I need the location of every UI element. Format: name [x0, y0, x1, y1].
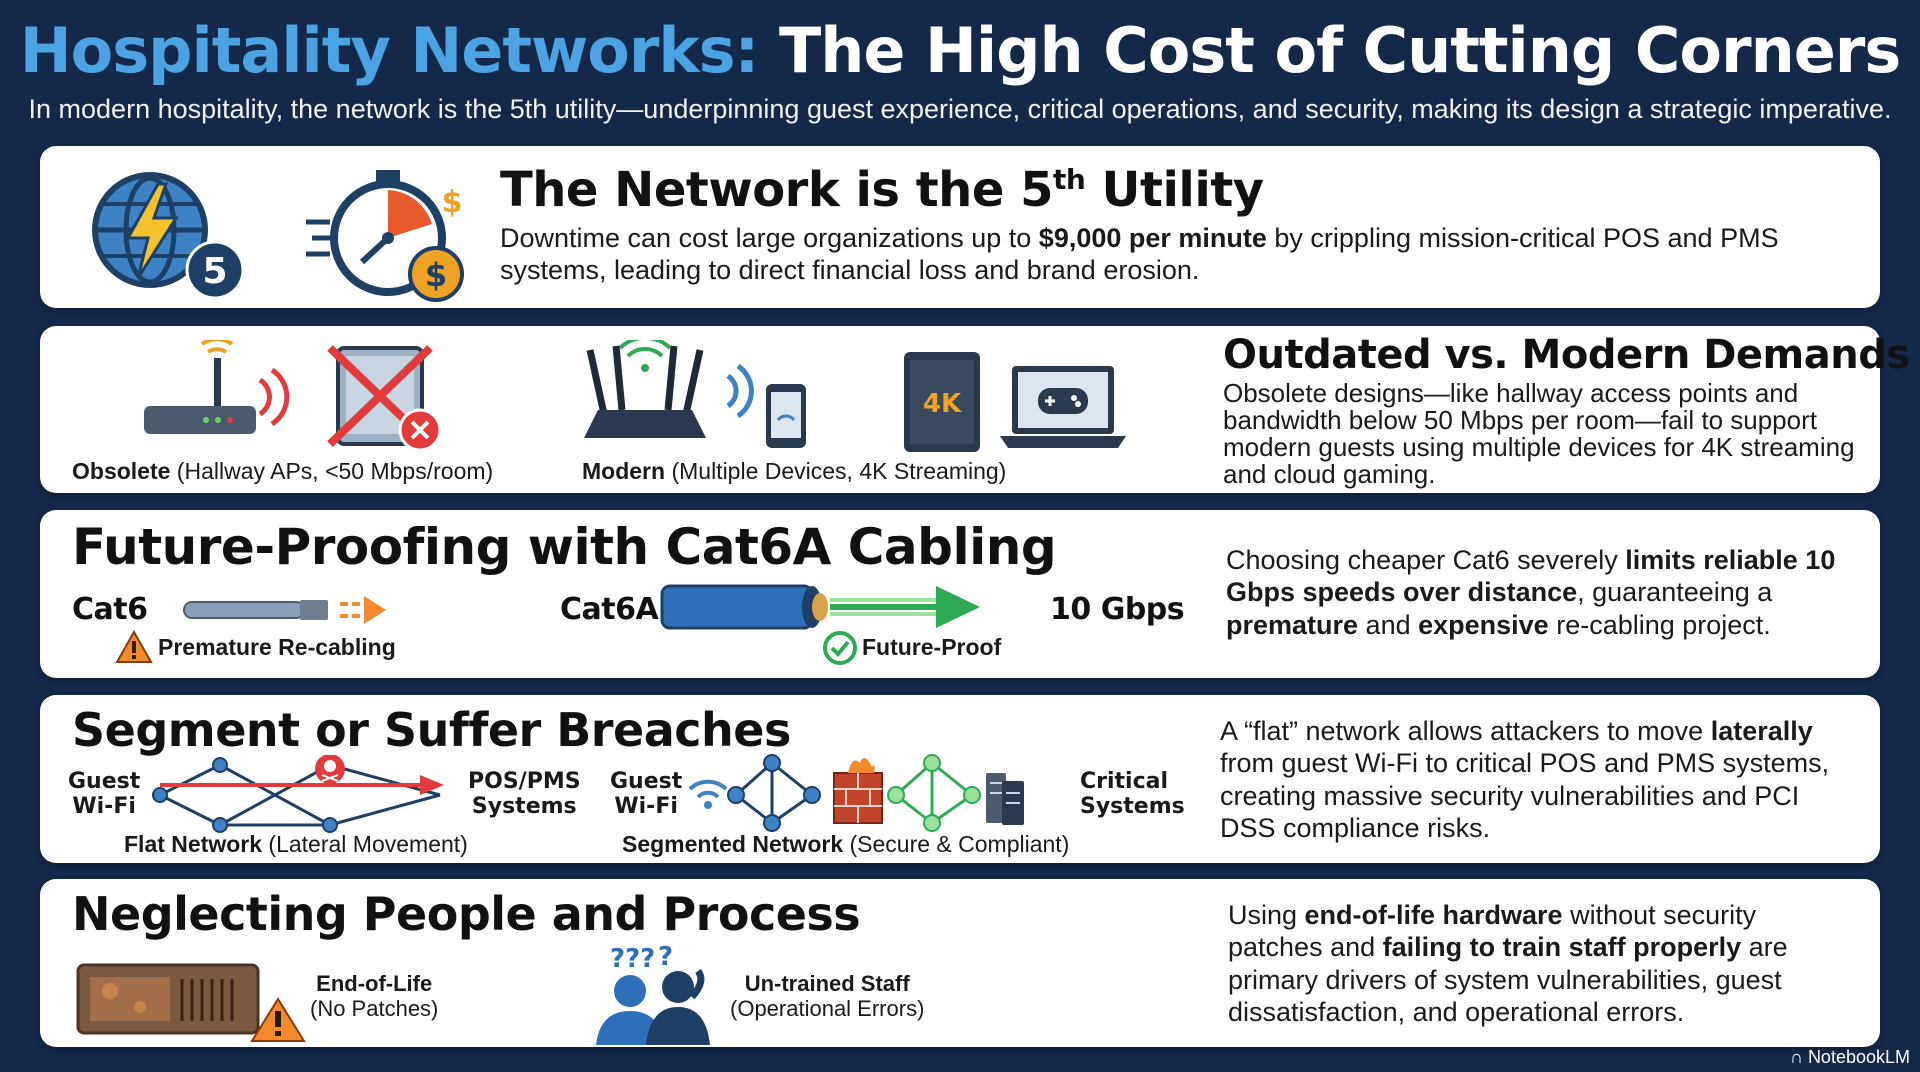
- demands-heading: Outdated vs. Modern Demands: [1223, 332, 1910, 378]
- footer-brand-text: NotebookLM: [1807, 1047, 1910, 1067]
- eol-title: End-of-Life: [316, 971, 433, 996]
- notebook-logo-icon: ∩: [1789, 1047, 1803, 1067]
- cabling-text-6: expensive: [1418, 609, 1549, 640]
- modern-label-bold: Modern: [582, 458, 666, 484]
- utility-heading: The Network is the 5th Utility: [500, 162, 1264, 218]
- header: Hospitality Networks: The High Cost of C…: [0, 0, 1920, 140]
- svg-text:???: ???: [610, 944, 655, 974]
- checkmark-icon: [823, 631, 857, 665]
- utility-heading-sup: th: [1053, 163, 1086, 196]
- staff-title: Un-trained Staff: [744, 971, 910, 996]
- modern-label: Modern (Multiple Devices, 4K Streaming): [582, 458, 1006, 485]
- people-text-5: are primary drivers of system vulnerabil…: [1228, 932, 1788, 1028]
- staff-sub: (Operational Errors): [730, 996, 925, 1022]
- flat-network-bold: Flat Network: [124, 831, 263, 857]
- eol-label: End-of-Life (No Patches): [310, 971, 438, 1022]
- seg-guest-label: Guest Wi-Fi: [610, 769, 683, 820]
- tablet-4k-text: 4K: [923, 389, 962, 419]
- flat-network-diagram: [152, 755, 444, 833]
- page-title: Hospitality Networks: The High Cost of C…: [0, 14, 1920, 87]
- people-card: Neglecting People and Process End-of-Lif…: [40, 879, 1880, 1047]
- cat6-cable-icon: [183, 596, 386, 624]
- segment-card: Segment or Suffer Breaches Guest Wi-Fi P…: [40, 695, 1880, 863]
- segmented-network-bold: Segmented Network: [622, 831, 844, 857]
- stopwatch-money-icon: $ $: [306, 170, 464, 302]
- obsolete-label-bold: Obsolete: [72, 458, 171, 484]
- utility-text-post: by crippling mission-critical POS and PM…: [500, 223, 1779, 286]
- staff-label: Un-trained Staff (Operational Errors): [730, 971, 924, 1022]
- router-obsolete-icon: [144, 340, 290, 434]
- cabling-text-4: premature: [1226, 609, 1359, 640]
- cabling-text: Choosing cheaper Cat6 severely limits re…: [1226, 544, 1836, 641]
- page-subtitle: In modern hospitality, the network is th…: [28, 94, 1892, 124]
- demands-card: Obsolete (Hallway APs, <50 Mbps/room) 4K…: [40, 326, 1910, 493]
- demands-text: Obsolete designs—like hallway access poi…: [1223, 378, 1855, 490]
- speed-label: 10 Gbps: [1050, 592, 1185, 627]
- cat6a-label: Cat6A: [560, 592, 659, 627]
- globe-lightning-icon: 5: [92, 172, 245, 300]
- tablet-crossed-icon: [327, 345, 442, 452]
- people-text-2: end-of-life hardware: [1304, 900, 1563, 930]
- people-text: Using end-of-life hardware without secur…: [1228, 899, 1848, 1029]
- segmented-network-label: Segmented Network (Secure & Compliant): [622, 831, 1069, 858]
- laptop-gamepad-icon: [1000, 366, 1126, 448]
- confused-staff-icon: ??? ?: [596, 942, 710, 1045]
- svg-text:$: $: [425, 256, 447, 294]
- segment-heading: Segment or Suffer Breaches: [72, 703, 791, 757]
- segment-text-3: from guest Wi-Fi to critical POS and PMS…: [1220, 748, 1830, 844]
- modern-router-icon: [584, 340, 806, 448]
- utility-text-bold: $9,000 per minute: [1038, 223, 1267, 253]
- cabling-heading: Future-Proofing with Cat6A Cabling: [72, 518, 1057, 576]
- segment-text-2: laterally: [1710, 716, 1813, 746]
- title-accent: Hospitality Networks:: [19, 14, 760, 87]
- segmented-network-rest: (Secure & Compliant): [843, 831, 1070, 857]
- future-proof-label: Future-Proof: [862, 634, 1002, 660]
- people-text-4: failing to train staff properly: [1382, 932, 1742, 963]
- cabling-text-7: re-cabling project.: [1548, 609, 1771, 640]
- flat-network-rest: (Lateral Movement): [262, 831, 468, 857]
- cat6a-cable-icon: [660, 584, 980, 630]
- segment-text-1: A “flat” network allows attackers to mov…: [1220, 716, 1711, 746]
- flat-network-label: Flat Network (Lateral Movement): [124, 831, 468, 858]
- utility-heading-end: Utility: [1085, 162, 1265, 218]
- cabling-card: Future-Proofing with Cat6A Cabling Cat6 …: [40, 510, 1880, 678]
- modern-label-rest: (Multiple Devices, 4K Streaming): [665, 458, 1007, 484]
- obsolete-label: Obsolete (Hallway APs, <50 Mbps/room): [72, 458, 493, 485]
- warning-icon: [115, 630, 153, 663]
- utility-text: Downtime can cost large organizations up…: [500, 222, 1860, 287]
- utility-card: 5 $ $ The Network is the 5th Utility Dow…: [40, 146, 1880, 308]
- flat-pos-label: POS/PMS Systems: [468, 769, 581, 820]
- obsolete-label-rest: (Hallway APs, <50 Mbps/room): [170, 458, 494, 484]
- utility-text-pre: Downtime can cost large organizations up…: [500, 223, 1039, 253]
- seg-critical-label: Critical Systems: [1080, 769, 1185, 820]
- segmented-network-diagram: [688, 754, 1024, 832]
- eol-sub: (No Patches): [310, 996, 439, 1022]
- badge-number: 5: [202, 251, 227, 292]
- rusty-server-warning-icon: [76, 963, 306, 1042]
- svg-text:$: $: [442, 185, 463, 220]
- cat6-warning-label: Premature Re-cabling: [158, 634, 396, 660]
- cabling-text-3: , guaranteeing a: [1577, 577, 1773, 608]
- cabling-text-5: and: [1358, 609, 1419, 640]
- flat-guest-label: Guest Wi-Fi: [68, 769, 141, 820]
- segment-text: A “flat” network allows attackers to mov…: [1220, 715, 1860, 845]
- cat6-label: Cat6: [72, 592, 148, 627]
- people-heading: Neglecting People and Process: [72, 887, 861, 941]
- title-rest: The High Cost of Cutting Corners: [778, 14, 1901, 87]
- svg-text:?: ?: [658, 942, 673, 972]
- cabling-text-1: Choosing cheaper Cat6 severely: [1226, 545, 1626, 575]
- cabling-text-2: limits reliable 10 Gbps speeds over dist…: [1226, 545, 1836, 608]
- people-text-3: without security patches and: [1228, 900, 1757, 963]
- people-text-1: Using: [1228, 900, 1305, 930]
- footer-brand: ∩ NotebookLM: [1790, 1047, 1910, 1068]
- utility-heading-main: The Network is the 5: [500, 162, 1054, 218]
- tablet-4k-icon: 4K: [904, 352, 980, 452]
